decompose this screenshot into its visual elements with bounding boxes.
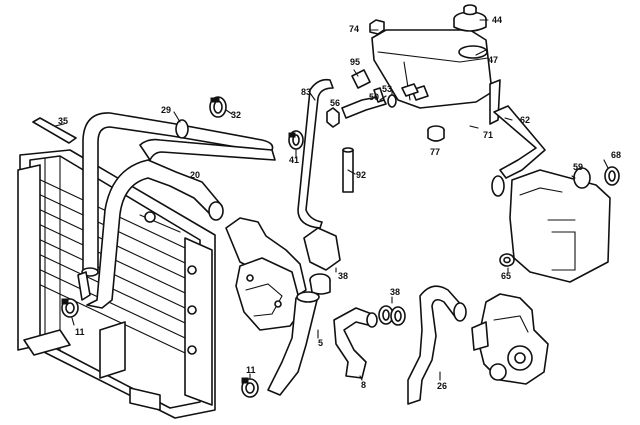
hose-8[interactable] <box>333 307 378 379</box>
reservoir-59[interactable] <box>509 167 611 283</box>
cap-68[interactable] <box>604 166 620 186</box>
callout-11-bottom[interactable]: 11 <box>246 365 256 375</box>
clamp-38-lower[interactable] <box>378 305 406 326</box>
callout-59[interactable]: 59 <box>573 162 584 172</box>
callout-11-left[interactable]: 11 <box>75 327 85 337</box>
hose-83[interactable] <box>297 78 334 229</box>
nut-65[interactable] <box>499 253 515 267</box>
plug-56[interactable] <box>326 107 340 128</box>
expansion-tank[interactable] <box>371 29 493 109</box>
callout-47[interactable]: 47 <box>488 55 499 65</box>
fitting-95[interactable] <box>351 69 371 89</box>
callout-92[interactable]: 92 <box>356 170 367 180</box>
hose-20[interactable] <box>86 138 276 309</box>
clamp-11-left[interactable] <box>61 298 79 318</box>
water-pump[interactable] <box>471 293 549 385</box>
callout-44[interactable]: 44 <box>492 15 503 25</box>
pressure-cap-44[interactable] <box>453 4 487 32</box>
callout-26[interactable]: 26 <box>437 381 448 391</box>
hose-26[interactable] <box>407 285 467 405</box>
radiator[interactable] <box>17 149 216 419</box>
callout-29[interactable]: 29 <box>161 105 172 115</box>
callout-35[interactable]: 35 <box>58 116 69 126</box>
callout-32[interactable]: 32 <box>231 110 242 120</box>
callout-71[interactable]: 71 <box>483 130 494 140</box>
callout-56[interactable]: 56 <box>330 98 341 108</box>
clamp-11-bottom[interactable] <box>241 377 259 398</box>
sensor-50[interactable] <box>341 87 387 119</box>
pipe-92[interactable] <box>342 147 354 193</box>
nut-74[interactable] <box>369 19 385 35</box>
callout-77[interactable]: 77 <box>430 147 441 157</box>
clamp-32[interactable] <box>209 96 227 118</box>
leader-lines <box>54 19 609 381</box>
hose-47[interactable] <box>489 79 501 125</box>
callout-83[interactable]: 83 <box>301 87 312 97</box>
hose-5[interactable] <box>267 291 320 396</box>
callout-38-lower[interactable]: 38 <box>390 287 401 297</box>
callout-95[interactable]: 95 <box>350 57 361 67</box>
callout-8[interactable]: 8 <box>361 380 367 390</box>
callout-62[interactable]: 62 <box>520 115 531 125</box>
callout-68[interactable]: 68 <box>611 150 622 160</box>
grommet-77[interactable] <box>427 125 445 142</box>
callout-50[interactable]: 50 <box>369 92 380 102</box>
hose-38-upper[interactable] <box>303 227 341 295</box>
clamp-41[interactable] <box>288 130 304 150</box>
callout-20[interactable]: 20 <box>190 170 201 180</box>
callout-38-upper[interactable]: 38 <box>338 271 349 281</box>
hose-62[interactable] <box>491 105 546 197</box>
callout-65[interactable]: 65 <box>501 271 512 281</box>
ring-53[interactable] <box>387 94 397 108</box>
callout-41[interactable]: 41 <box>289 155 300 165</box>
hose-29[interactable] <box>77 112 274 301</box>
callout-74[interactable]: 74 <box>349 24 360 34</box>
strip-35[interactable] <box>32 117 77 144</box>
thermostat-housing[interactable] <box>225 217 307 331</box>
callout-5[interactable]: 5 <box>318 338 324 348</box>
callout-53[interactable]: 53 <box>382 84 393 94</box>
